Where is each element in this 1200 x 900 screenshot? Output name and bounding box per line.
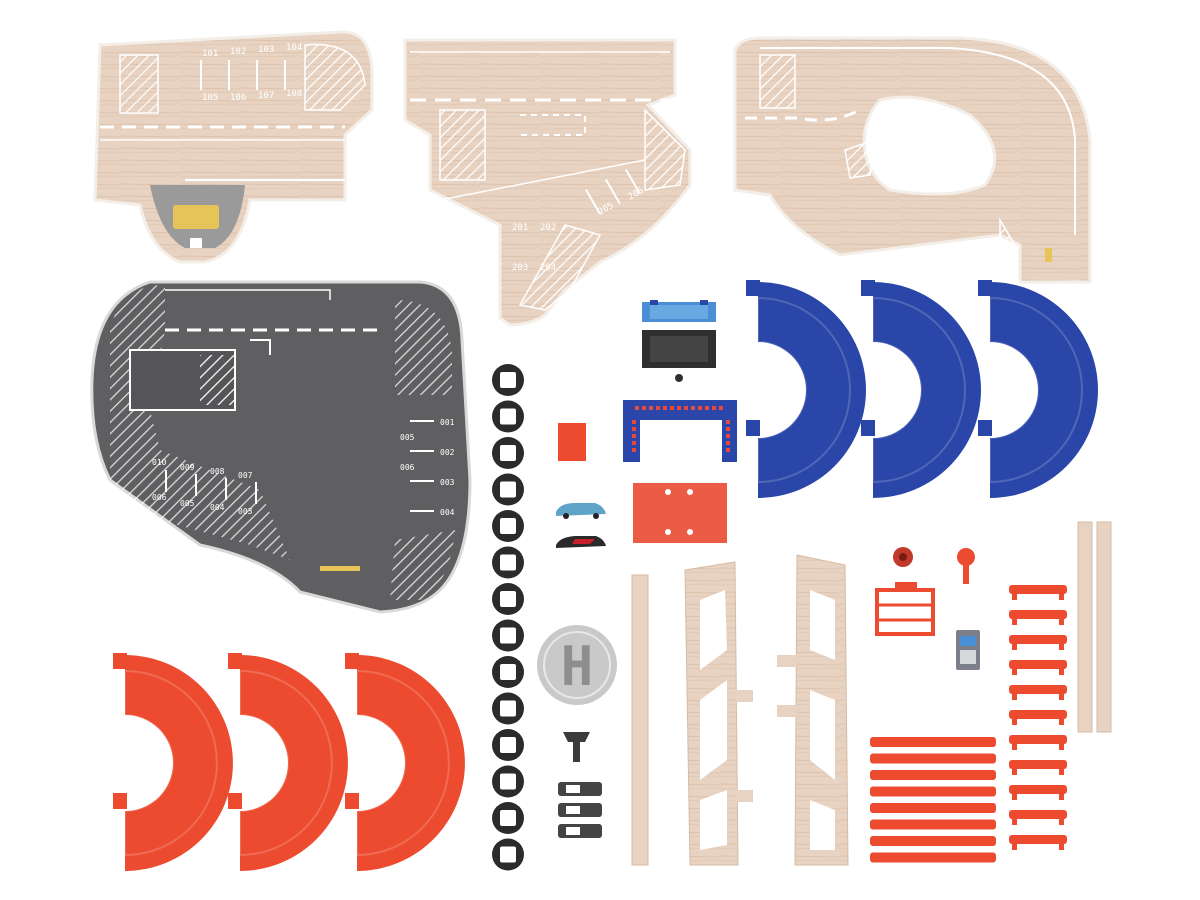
red-rail [1009, 810, 1067, 825]
tire-ring [492, 473, 524, 506]
red-ramps [113, 653, 465, 871]
tire-ring [492, 729, 524, 761]
spot-label: 009 [180, 463, 195, 472]
spot-label: 106 [230, 93, 246, 103]
tires-column [492, 364, 524, 871]
yellow-pad [173, 205, 219, 229]
tire-ring [492, 583, 524, 615]
traffic-light-icon [893, 547, 913, 567]
clip-set [558, 782, 602, 838]
red-rail [1009, 685, 1067, 700]
tire-ring [492, 400, 524, 433]
key-accessory-icon [957, 548, 975, 584]
red-rails-column [1009, 585, 1067, 850]
spot-label: 004 [210, 503, 225, 512]
red-ramp [113, 653, 233, 871]
red-rail [870, 836, 996, 846]
base-board: 010 009 008 007 006 005 004 003 001 002 … [90, 280, 472, 614]
spot-label: 006 [152, 493, 167, 502]
red-rail [870, 786, 996, 797]
wood-stick [631, 574, 649, 866]
spot-label: 202 [540, 223, 556, 233]
wood-plank-pair [1077, 521, 1112, 733]
blue-gate-frame [623, 400, 737, 462]
red-rail [1009, 785, 1067, 800]
red-block [558, 423, 586, 461]
connector-piece [563, 732, 590, 762]
red-rails-stack [870, 737, 996, 863]
spot-label: 101 [202, 49, 218, 59]
red-rail [870, 737, 996, 747]
tire-ring [492, 510, 524, 542]
tire-ring [492, 692, 524, 725]
helipad: H [537, 625, 617, 705]
spot-label: 002 [440, 448, 455, 457]
spot-label: 006 [400, 463, 415, 472]
red-rail [1009, 835, 1067, 850]
red-rail [870, 819, 996, 830]
toy-car-black [556, 536, 606, 548]
spot-label: 003 [440, 478, 455, 487]
spot-label: 003 [238, 507, 253, 516]
helipad-letter: H [561, 635, 594, 698]
red-rail [1009, 760, 1067, 775]
spot-label: 204 [540, 263, 556, 273]
spot-label: 105 [202, 93, 218, 103]
red-rail [1009, 735, 1067, 750]
floor-board-1: 101 102 103 104 105 106 107 108 [93, 30, 374, 264]
floor-board-3 [733, 36, 1092, 284]
tire-ring [492, 619, 524, 652]
red-rail [1009, 585, 1067, 600]
red-rail [870, 770, 996, 780]
tire-ring [492, 838, 524, 871]
red-plate [633, 483, 727, 543]
red-ramp [228, 653, 348, 871]
red-rail [870, 753, 996, 764]
red-rail [870, 852, 996, 863]
spot-label: 203 [512, 263, 528, 273]
tower-side-left [684, 561, 753, 866]
spot-label: 010 [152, 458, 167, 467]
toy-car-blue [556, 503, 606, 519]
spot-label: 004 [440, 508, 455, 517]
spot-label: 005 [180, 499, 195, 508]
spot-label: 107 [258, 91, 274, 101]
elevator-gate [642, 330, 716, 382]
parking-meter [956, 630, 980, 670]
red-rail [1009, 660, 1067, 675]
blue-ramp [978, 280, 1098, 498]
red-rail [1009, 610, 1067, 625]
red-ramp [345, 653, 465, 871]
tire-ring [492, 802, 524, 834]
spot-label: 007 [238, 471, 253, 480]
blue-ramps [746, 280, 1098, 498]
spot-label: 108 [286, 89, 302, 99]
red-rail [1009, 710, 1067, 725]
tire-ring [492, 765, 524, 798]
loop-cutout [862, 95, 997, 196]
spot-label: 008 [210, 467, 225, 476]
tire-ring [492, 364, 524, 396]
spot-label: 102 [230, 47, 246, 57]
spot-label: 103 [258, 45, 274, 55]
floor-board-2: 201 202 203 204 205 206 [403, 38, 692, 327]
yellow-stripe [320, 566, 360, 571]
blue-ramp [746, 280, 866, 498]
tire-ring [492, 656, 524, 688]
tire-ring [492, 546, 524, 579]
parking-sign [642, 300, 716, 322]
spot-label: 005 [400, 433, 415, 442]
red-rail [1009, 635, 1067, 650]
spot-label: 104 [286, 43, 302, 53]
tower-side-right [777, 554, 849, 866]
barrier-rack [875, 582, 935, 636]
spot-label: 201 [512, 223, 528, 233]
tire-ring [492, 437, 524, 469]
spot-label: 001 [440, 418, 455, 427]
red-rail [870, 803, 996, 813]
blue-ramp [861, 280, 981, 498]
arrow-marker-icon [1045, 248, 1052, 262]
